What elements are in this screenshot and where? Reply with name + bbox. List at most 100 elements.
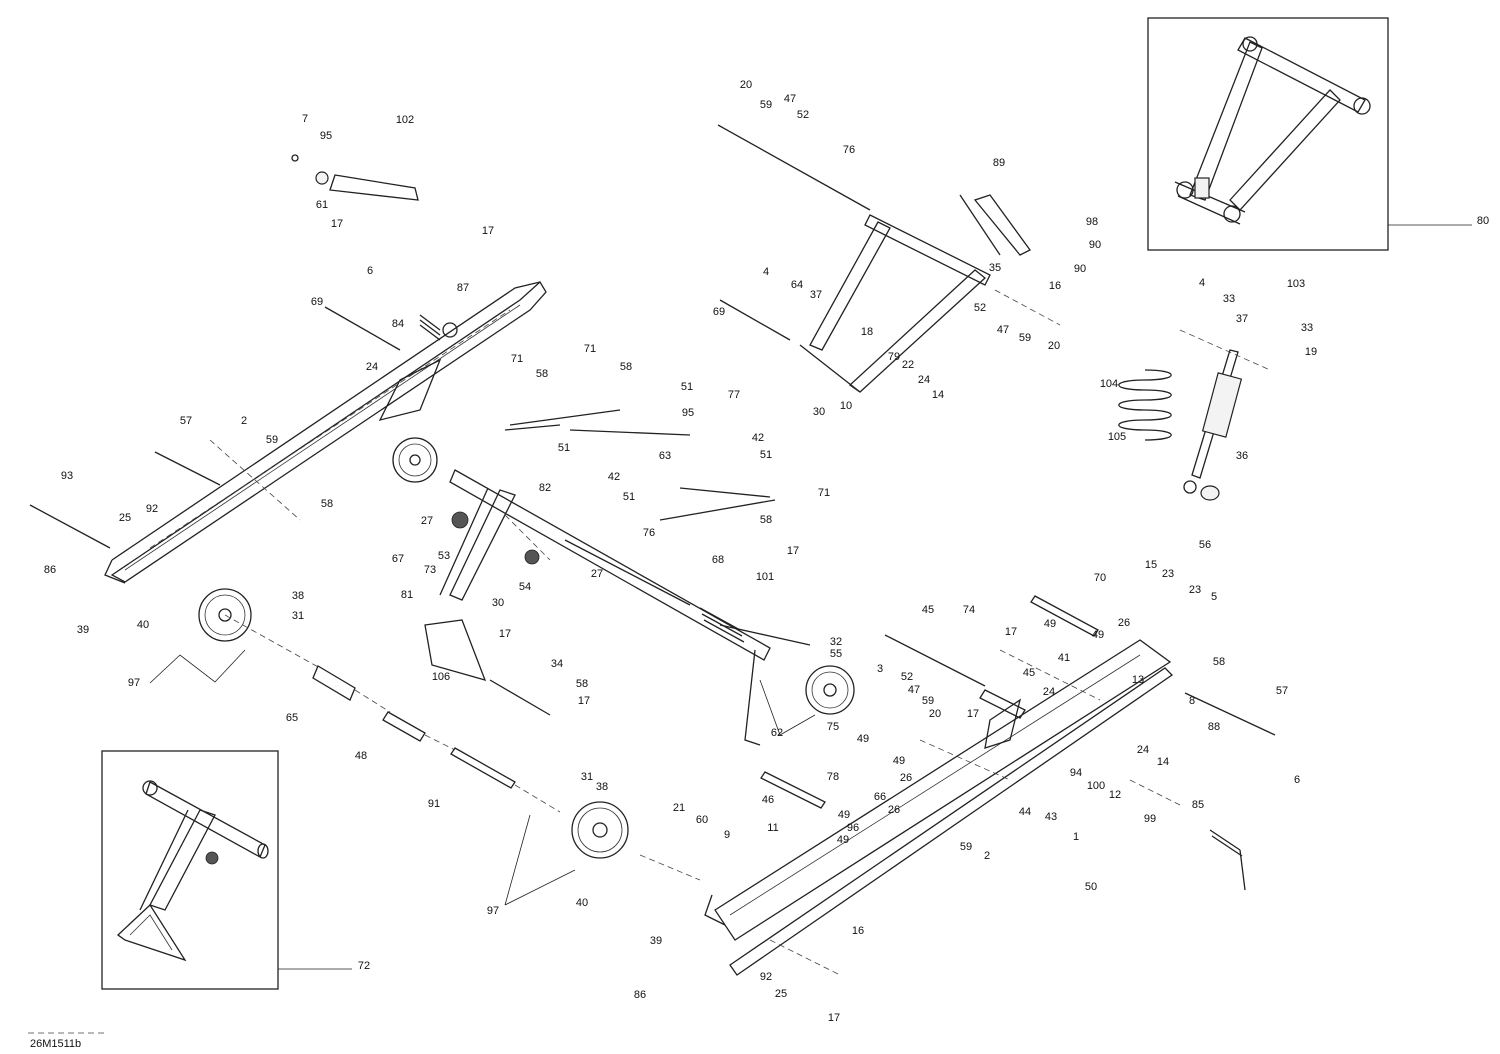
part-callout: 92 [146,503,158,515]
part-callout: 17 [482,225,494,237]
part-callout: 31 [292,610,304,622]
part-callout: 25 [775,988,787,1000]
wheel-upper-left [198,588,252,642]
part-callout: 55 [830,648,842,660]
part-callout: 58 [760,514,772,526]
part-callout: 102 [396,114,414,126]
part-callout: 70 [1094,572,1106,584]
shafts [29,306,1276,809]
inset-frame [1147,17,1389,251]
part-callout: 7 [302,113,308,125]
part-callout: 79 [888,351,900,363]
inset-rear-arm [1147,17,1472,251]
wheel-lower-center [571,801,629,859]
part-callout: 3 [877,663,883,675]
part-callout: 99 [1144,813,1156,825]
part-callout: 17 [331,218,343,230]
torsion-spring-right [1209,829,1246,891]
part-callout: 12 [1109,789,1121,801]
part-callout: 87 [457,282,469,294]
part-callout: 6 [367,265,373,277]
part-callout: 86 [634,989,646,1001]
part-callout: 63 [659,450,671,462]
part-callout: 47 [784,93,796,105]
part-callout: 18 [861,326,873,338]
part-callout: 60 [696,814,708,826]
part-callout: 52 [797,109,809,121]
part-callout: 38 [292,590,304,602]
idler-wheel-center [392,437,438,483]
part-callout: 16 [852,925,864,937]
part-callout: 76 [643,527,655,539]
part-callout: 71 [511,353,523,365]
part-callout: 39 [77,624,89,636]
part-callout: 27 [591,568,603,580]
part-callout: 4 [763,266,769,278]
part-callout: 24 [918,374,930,386]
part-callout: 33 [1301,322,1313,334]
part-callout: 104 [1100,378,1118,390]
part-callout: 20 [929,708,941,720]
part-callout: 74 [963,604,975,616]
wheel-right [805,665,855,715]
part-callout: 37 [810,289,822,301]
part-callout: 64 [791,279,803,291]
part-callout: 49 [837,834,849,846]
part-callout: 8 [1189,695,1195,707]
part-callout: 47 [908,684,920,696]
part-callout: 82 [539,482,551,494]
part-callout: 58 [1213,656,1225,668]
part-callout: 46 [762,794,774,806]
group-brackets [149,649,816,906]
part-callout: 58 [576,678,588,690]
part-callout: 78 [827,771,839,783]
part-callout: 95 [320,130,332,142]
part-callout: 84 [392,318,404,330]
part-callout: 44 [1019,806,1031,818]
part-callout: 100 [1087,780,1105,792]
part-callout: 62 [771,727,783,739]
part-callout: 39 [650,935,662,947]
part-callout: 96 [847,822,859,834]
right-rail-lower [704,639,1174,976]
part-callout: 37 [1236,313,1248,325]
part-callout: 57 [1276,685,1288,697]
part-callout: 31 [581,771,593,783]
alignment-lines [209,289,1271,976]
part-callout: 14 [932,389,944,401]
part-callout: 27 [421,515,433,527]
part-callout: 38 [596,781,608,793]
part-callout: 32 [830,636,842,648]
part-callout: 9 [724,829,730,841]
part-callout: 95 [682,407,694,419]
part-callout: 51 [558,442,570,454]
part-callout: 42 [752,432,764,444]
part-callout: 5 [1211,591,1217,603]
part-callout: 6 [1294,774,1300,786]
part-callout: 65 [286,712,298,724]
part-callout: 49 [857,733,869,745]
part-callout: 73 [424,564,436,576]
part-callout: 4 [1199,277,1205,289]
part-callout: 58 [321,498,333,510]
part-callout: 19 [1305,346,1317,358]
part-callout: 68 [712,554,724,566]
part-callout: 66 [874,791,886,803]
part-callout: 36 [1236,450,1248,462]
part-callout: 98 [1086,216,1098,228]
part-callout: 24 [1043,686,1055,698]
part-callout: 1 [1073,831,1079,843]
part-callout: 51 [681,381,693,393]
part-callout: 2 [241,415,247,427]
part-callout: 59 [266,434,278,446]
part-callout: 59 [960,841,972,853]
part-callout: 97 [487,905,499,917]
part-callout: 71 [818,487,830,499]
part-callout: 103 [1287,278,1305,290]
part-callout: 69 [311,296,323,308]
part-callout: 80 [1477,215,1489,227]
part-callout: 90 [1074,263,1086,275]
part-callout: 15 [1145,559,1157,571]
part-callout: 94 [1070,767,1082,779]
